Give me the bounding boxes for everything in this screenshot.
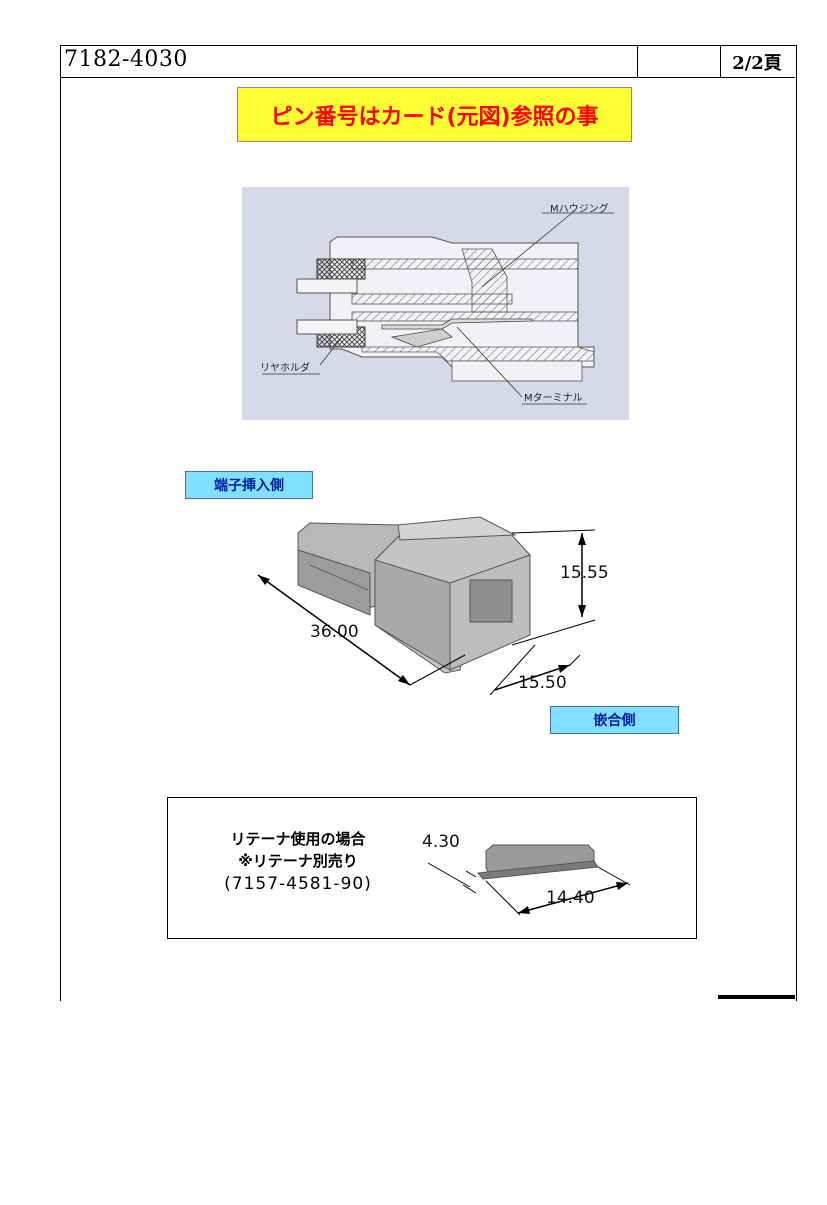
cross-section-figure: Mハウジング リヤホルダ Mターミナル	[242, 187, 629, 420]
page-number: 2/2頁	[732, 53, 782, 74]
document-frame	[60, 45, 797, 1001]
retainer-drawing	[427, 844, 631, 916]
retainer-usage-note: リテーナ使用の場合	[230, 830, 366, 848]
housing-callout: Mハウジング	[550, 204, 609, 215]
retainer-part-number: (7157-4581-90)	[224, 874, 372, 894]
rear-holder-callout: リヤホルダ	[260, 363, 310, 374]
header-divider	[60, 77, 795, 78]
retainer-sold-separately-note: ※リテーナ別売り	[238, 852, 358, 870]
insert-side-label: 端子挿入側	[185, 471, 313, 499]
terminal-callout: Mターミナル	[524, 393, 583, 404]
dimension-length: 36.00	[310, 622, 359, 642]
bottom-right-mark	[718, 995, 795, 999]
retainer-length-dimension: 14.40	[546, 888, 595, 908]
cross-section-drawing	[262, 212, 614, 405]
mating-side-label: 嵌合側	[550, 706, 679, 734]
connector-3d-drawing	[257, 516, 596, 696]
dimension-width: 15.50	[518, 673, 567, 693]
connector-3d-figure: 36.00 15.55 15.50	[250, 495, 630, 705]
document-number: 7182-4030	[64, 47, 188, 72]
header-cell-divider-1	[637, 45, 638, 78]
header-cell-divider-2	[720, 45, 721, 78]
pin-number-notice: ピン番号はカード(元図)参照の事	[237, 87, 632, 142]
retainer-box: リテーナ使用の場合 ※リテーナ別売り (7157-4581-90) 4.30 1…	[167, 797, 697, 939]
dimension-height: 15.55	[560, 563, 609, 583]
retainer-thickness-dimension: 4.30	[422, 832, 460, 852]
